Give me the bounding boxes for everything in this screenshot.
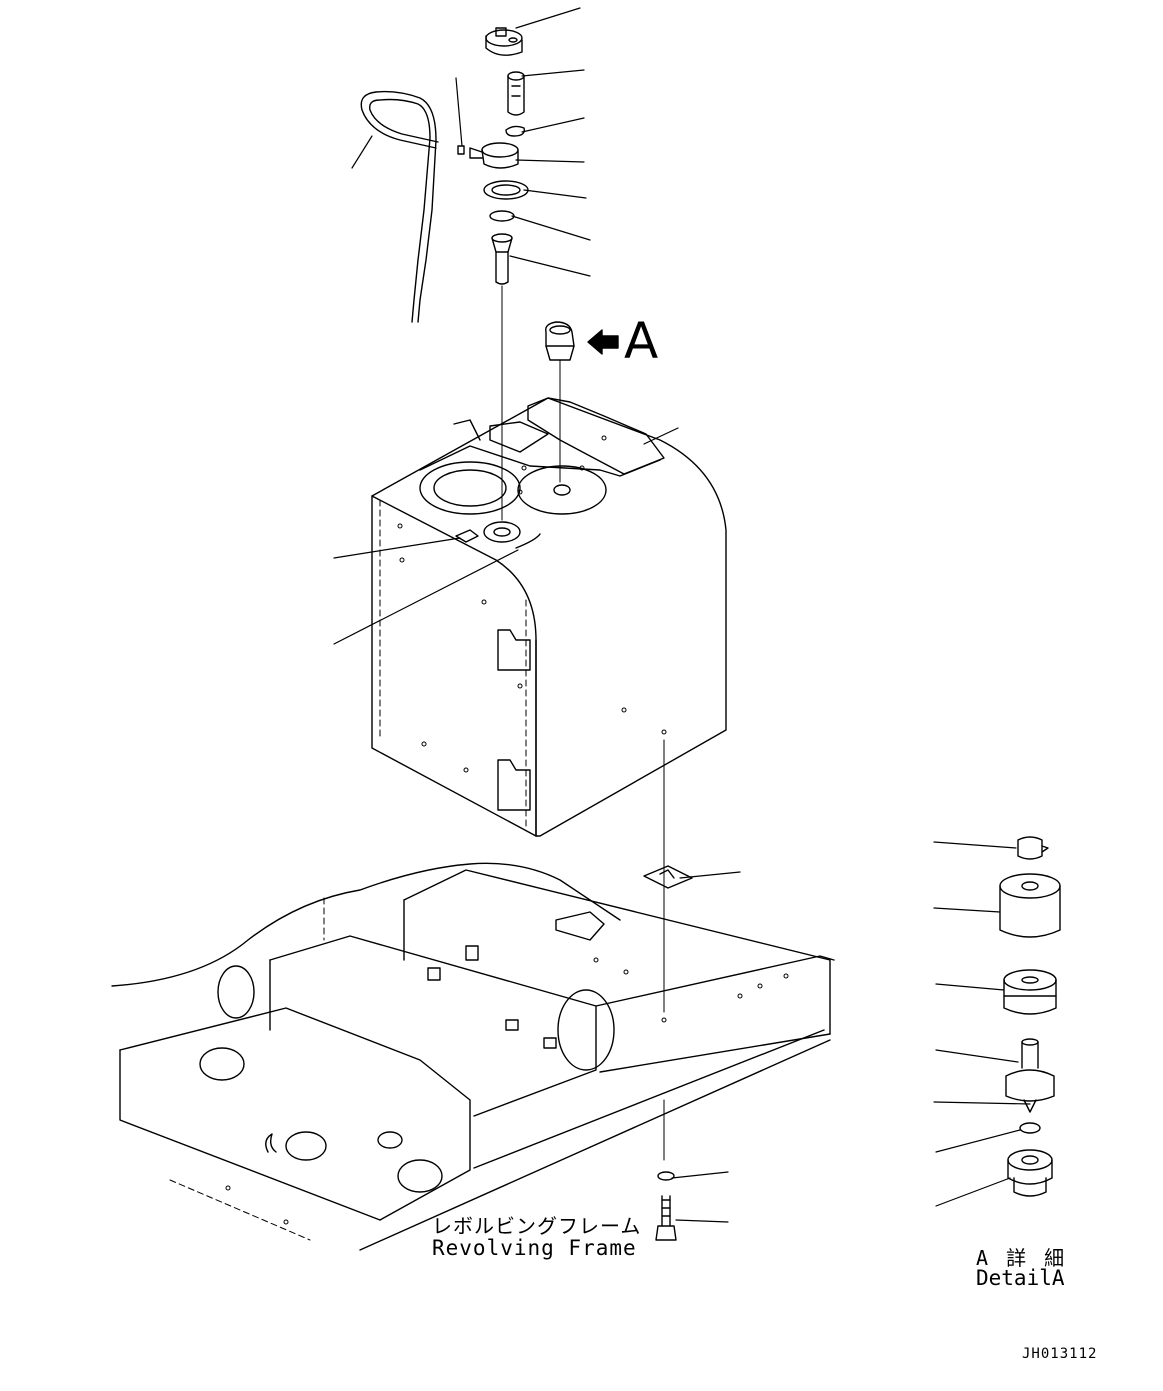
fuel-tank [371,397,727,1013]
view-a-label: A [624,312,659,370]
detail-a-parts [999,836,1061,1197]
breather-hose [360,90,465,323]
detail-a-label-jp: A 詳 細 [976,1246,1068,1270]
leader-lines [333,7,1031,1223]
fuel-cap-assembly [469,27,529,521]
drawing-number: JH013112 [1022,1346,1098,1362]
view-arrow [587,329,619,355]
revolving-frame-label-jp: レボルビングフレーム [432,1214,642,1238]
revolving-frame-label-en: Revolving Frame [432,1236,637,1260]
revolving-frame [111,862,835,1251]
shim-plate [643,865,693,889]
mounting-bolt [655,1171,677,1241]
level-sensor [545,321,575,483]
detail-a-label-en: DetailA [976,1266,1065,1290]
